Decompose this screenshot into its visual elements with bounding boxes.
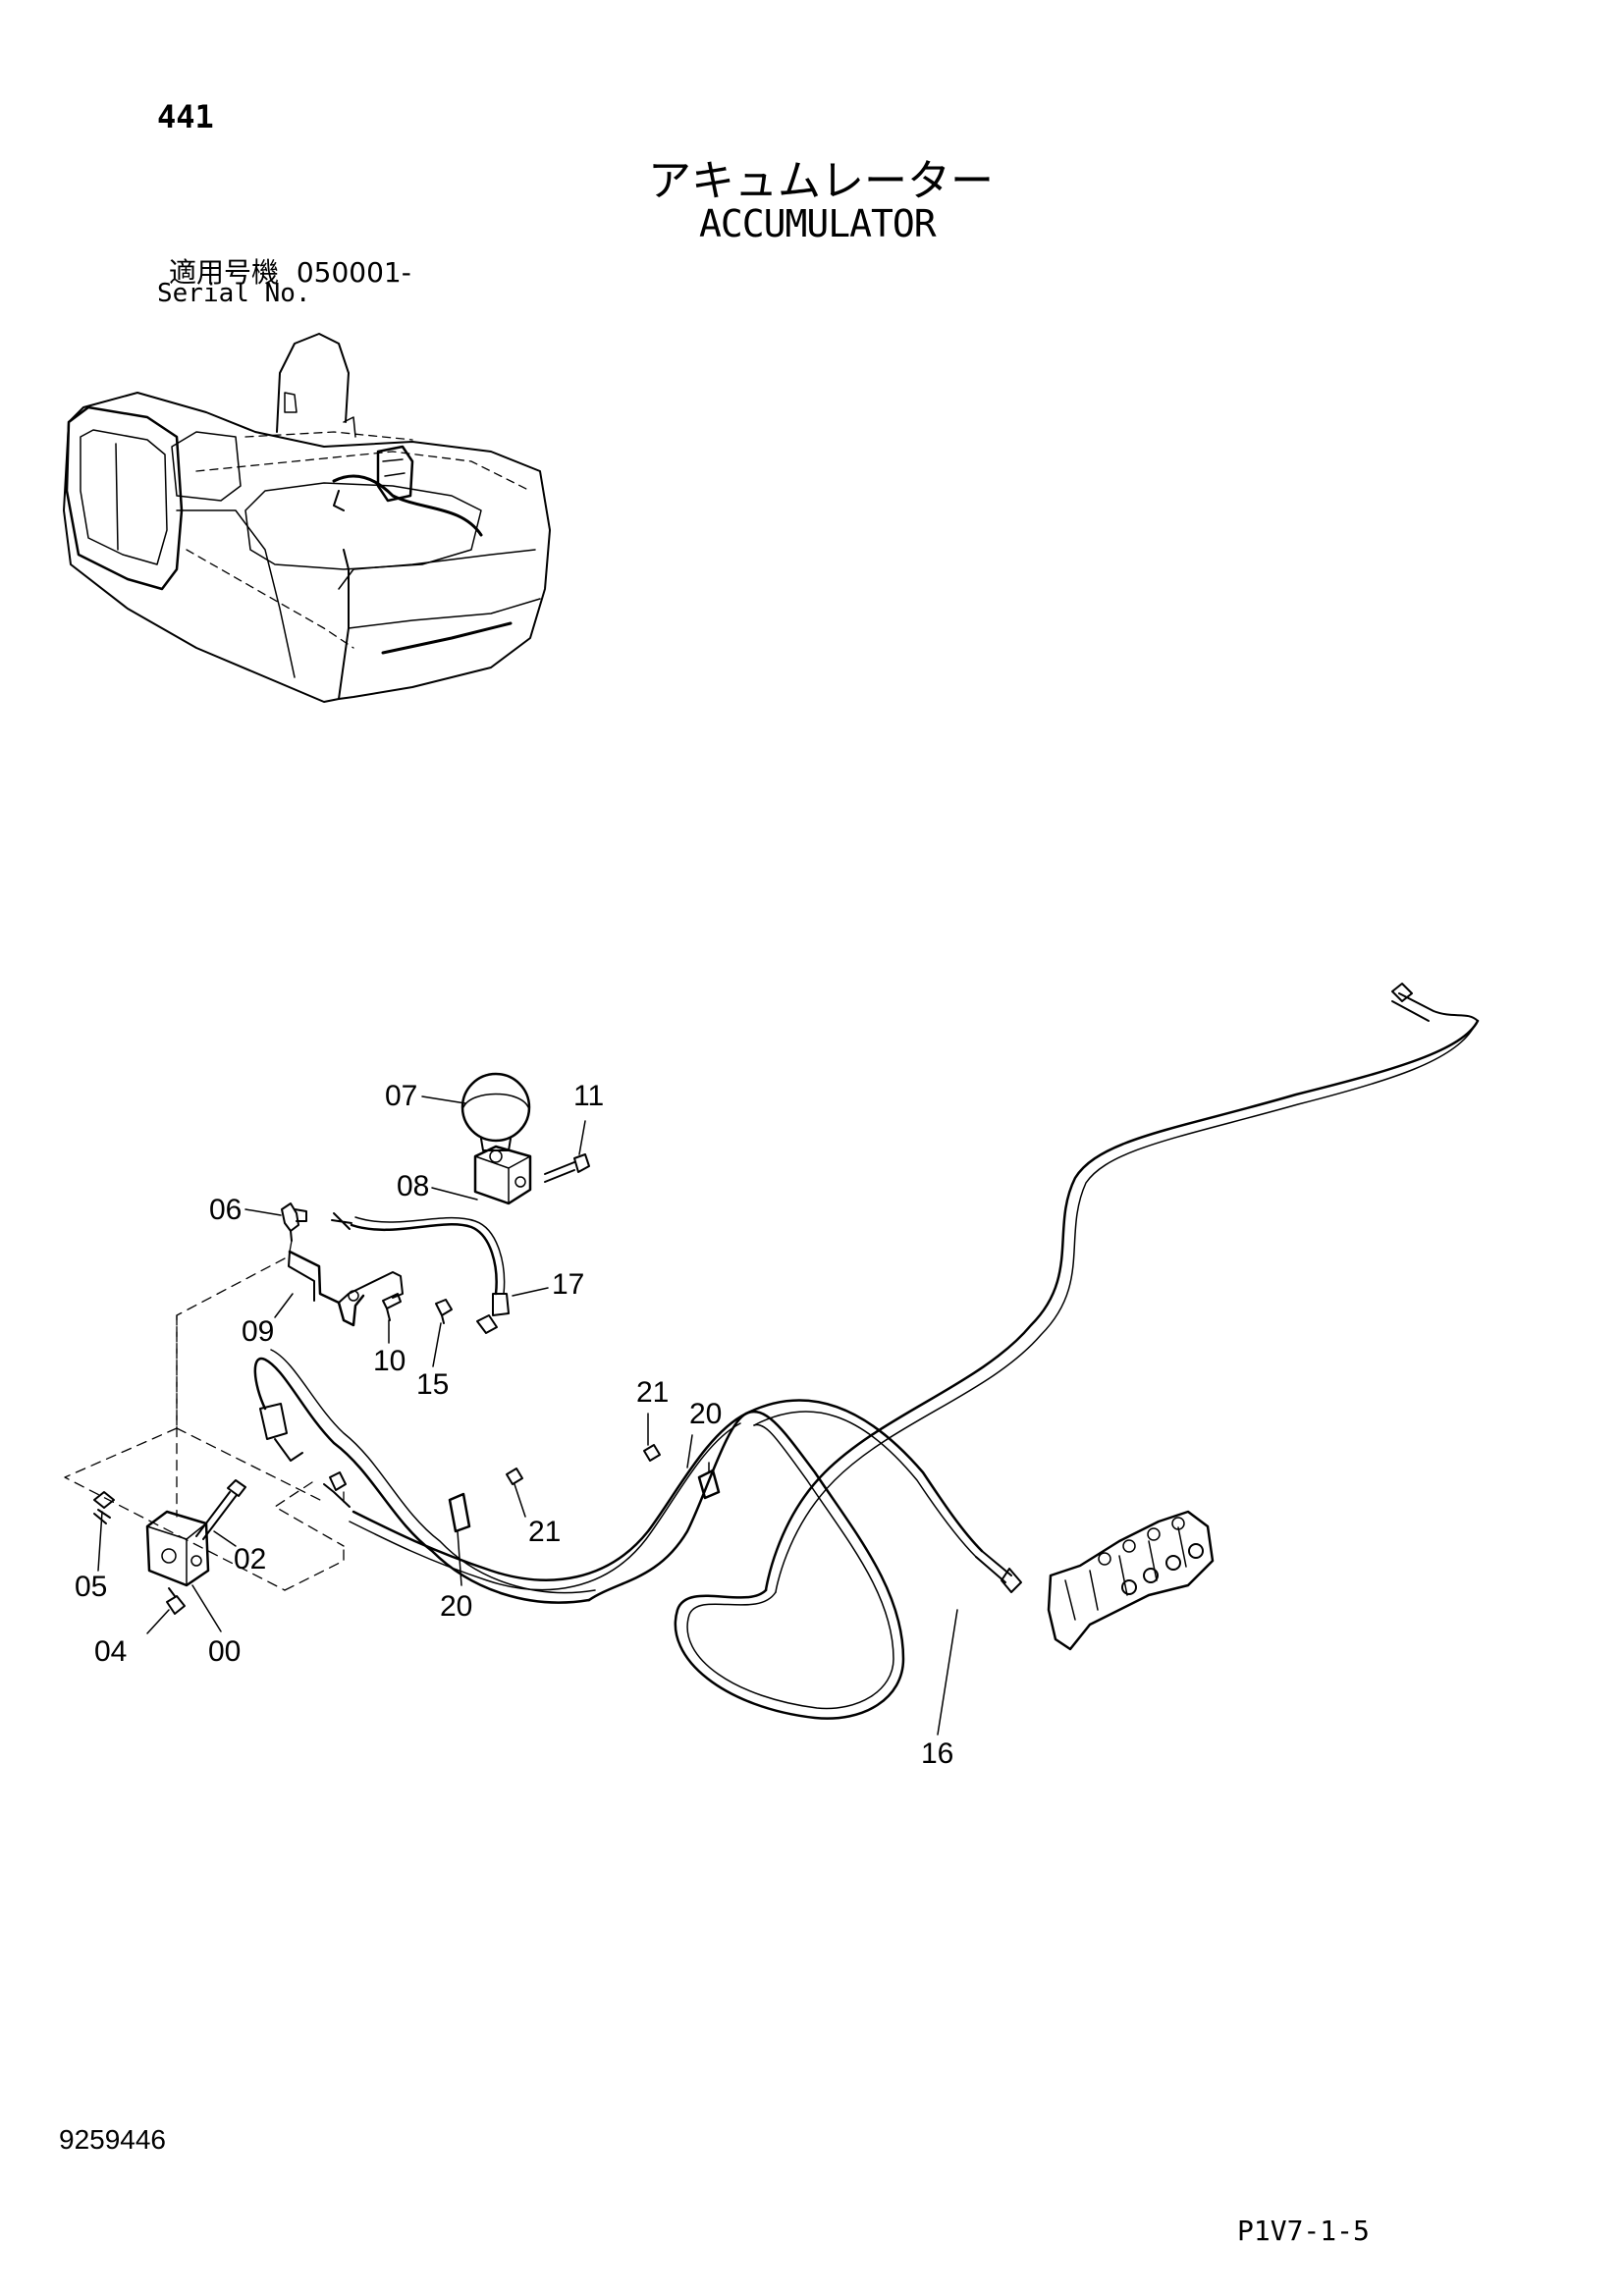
callout-10: 10 [373, 1345, 406, 1377]
serial-label-japanese: 適用号機 050001- [169, 251, 411, 291]
title-english: ACCUMULATOR [699, 202, 937, 245]
serial-label-english: Serial No. [157, 279, 311, 308]
callout-21-upper: 21 [636, 1376, 670, 1409]
bolt-02 [196, 1480, 245, 1539]
control-valve [1049, 1512, 1213, 1649]
serial-value: 050001- [296, 256, 411, 289]
page-number: 441 [157, 98, 214, 135]
callout-09: 09 [242, 1315, 275, 1348]
callout-11: 11 [573, 1080, 605, 1112]
fitting-05 [94, 1492, 114, 1523]
clamp-20 [450, 1470, 719, 1531]
title-japanese: アキュムレーター [648, 156, 994, 206]
callout-08: 08 [397, 1170, 430, 1202]
accumulator-block [475, 1147, 530, 1203]
callout-00: 00 [208, 1635, 242, 1668]
page-code: P1V7-1-5 [1237, 2215, 1370, 2247]
callout-04: 04 [94, 1635, 128, 1668]
exploded-view [65, 984, 1478, 1735]
callout-07: 07 [385, 1080, 418, 1112]
callout-20-lower: 20 [440, 1590, 473, 1623]
leader-lines [98, 1096, 957, 1735]
callout-20-upper: 20 [689, 1398, 723, 1430]
callout-02: 02 [234, 1543, 267, 1575]
callout-06: 06 [209, 1194, 243, 1226]
valve-block-00 [147, 1512, 208, 1585]
callout-21-lower: 21 [528, 1516, 562, 1548]
bracket-09 [289, 1252, 403, 1325]
callout-17: 17 [552, 1268, 585, 1301]
callout-16: 16 [921, 1737, 954, 1770]
bolt-21 [507, 1445, 660, 1484]
bolt-11 [545, 1154, 589, 1182]
fitting-15 [436, 1300, 452, 1323]
callout-05: 05 [75, 1571, 108, 1603]
elbow-fitting-06 [282, 1203, 306, 1241]
assembly-guide-lines [65, 1241, 344, 1590]
accumulator-sphere [462, 1074, 529, 1150]
bolt-10 [383, 1294, 401, 1320]
machine-overview-illustration [64, 334, 550, 702]
serial-label-jp-text: 適用号機 [169, 256, 280, 289]
plug-04 [167, 1588, 185, 1614]
callout-15: 15 [416, 1368, 450, 1401]
hose-17 [332, 1213, 509, 1333]
drawing-number: 9259446 [59, 2124, 167, 2155]
hose-pair [255, 1350, 746, 1603]
hose-16 [589, 984, 1478, 1719]
